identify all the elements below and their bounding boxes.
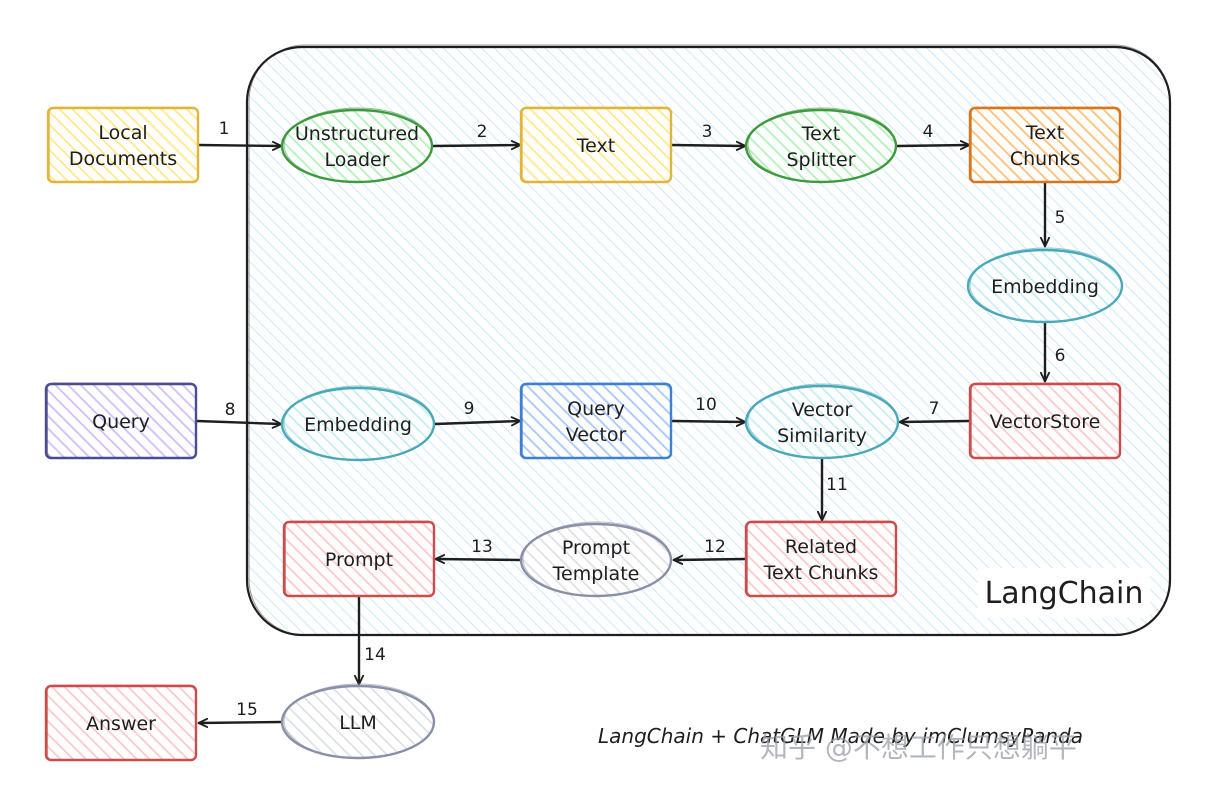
node-label-vectorstore: VectorStore: [990, 411, 1101, 433]
arrow-label-11: 11: [826, 475, 848, 495]
node-label-related-text-chunks: Related: [785, 536, 857, 558]
nodes-layer: LocalDocumentsUnstructuredLoaderTextText…: [44, 106, 1124, 762]
arrow-label-6: 6: [1055, 346, 1066, 366]
node-prompt: Prompt: [282, 520, 436, 598]
arrow-label-13: 13: [471, 537, 493, 557]
node-label-answer: Answer: [86, 713, 156, 735]
node-label-related-text-chunks: Text Chunks: [763, 562, 879, 584]
node-query: Query: [44, 382, 198, 460]
arrow-label-1: 1: [219, 119, 230, 139]
node-llm: LLM: [280, 683, 436, 760]
node-label-unstructured-loader: Unstructured: [295, 123, 419, 145]
arrow-label-9: 9: [464, 399, 475, 419]
arrow-7: [898, 416, 971, 427]
caption: LangChain + ChatGLM Made by imClumsyPand…: [598, 724, 1083, 748]
arrow-label-7: 7: [929, 399, 940, 419]
node-label-embedding-top: Embedding: [991, 276, 1099, 298]
node-label-text-splitter: Text: [801, 123, 840, 145]
arrow-label-14: 14: [364, 645, 386, 665]
node-label-query-vector: Query: [567, 398, 625, 420]
node-label-local-documents: Local: [98, 122, 147, 144]
arrow-10: [670, 416, 747, 427]
arrow-1: [196, 140, 283, 151]
node-answer: Answer: [44, 684, 198, 762]
arrow-label-10: 10: [695, 395, 717, 415]
node-label-vector-similarity: Similarity: [777, 425, 867, 447]
arrow-label-3: 3: [702, 122, 713, 142]
arrow-label-15: 15: [236, 700, 258, 720]
node-label-text-chunks: Text: [1025, 122, 1064, 144]
node-vectorstore: VectorStore: [968, 382, 1122, 460]
node-label-llm: LLM: [339, 712, 377, 734]
node-label-unstructured-loader: Loader: [324, 149, 389, 171]
node-label-local-documents: Documents: [69, 148, 177, 170]
node-label-query: Query: [92, 411, 150, 433]
node-label-prompt-template: Template: [552, 563, 640, 585]
node-embedding-top: Embedding: [966, 247, 1124, 324]
arrow-12: [672, 554, 747, 565]
langchain-frame: [245, 45, 1172, 637]
arrow-label-5: 5: [1055, 208, 1066, 228]
node-label-embedding-query: Embedding: [304, 414, 412, 436]
frame-label: LangChain: [985, 576, 1144, 611]
arrow-15: [197, 717, 283, 728]
node-text: Text: [519, 106, 673, 184]
node-label-query-vector: Vector: [566, 424, 627, 446]
arrow-8: [195, 418, 283, 429]
arrow-2: [431, 140, 522, 151]
arrow-13: [434, 554, 522, 565]
watermark: 知乎 @不想工作只想躺平: [760, 731, 1077, 764]
node-label-prompt-template: Prompt: [562, 537, 630, 559]
node-label-prompt: Prompt: [325, 549, 393, 571]
node-label-text-splitter: Splitter: [786, 149, 855, 171]
arrow-label-4: 4: [923, 122, 934, 142]
node-embedding-query: Embedding: [280, 385, 436, 462]
arrow-label-2: 2: [477, 122, 488, 142]
arrow-label-8: 8: [225, 400, 236, 420]
arrow-3: [670, 140, 747, 151]
node-label-vector-similarity: Vector: [792, 399, 853, 421]
arrow-9: [433, 416, 522, 427]
arrow-4: [895, 140, 971, 151]
node-label-text: Text: [576, 135, 615, 157]
arrow-label-12: 12: [704, 537, 726, 557]
frame-label-bg: [978, 568, 1150, 618]
node-label-text-chunks: Chunks: [1010, 148, 1080, 170]
